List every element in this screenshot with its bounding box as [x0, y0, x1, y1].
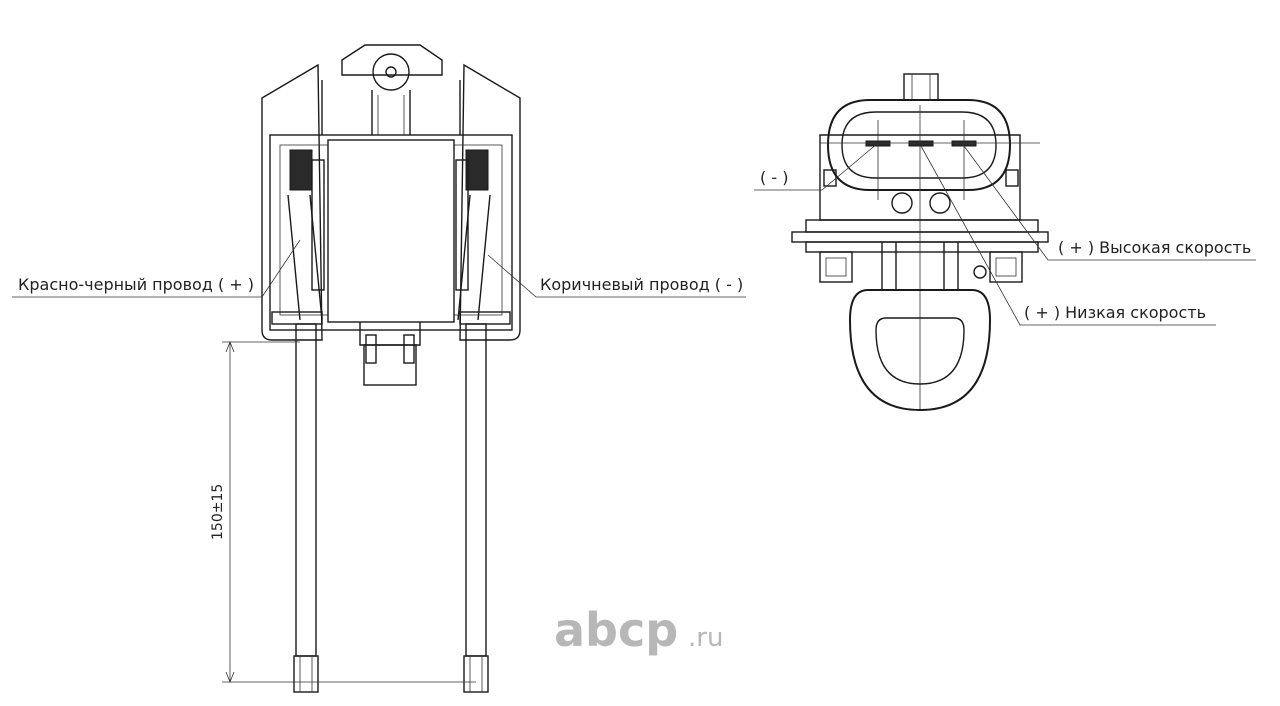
watermark-brand: abcp [554, 603, 678, 657]
high-speed-label: ( + ) Высокая скорость [1058, 238, 1251, 257]
left-leaders [12, 239, 746, 298]
red-black-wire-label: Красно-черный провод ( + ) [18, 275, 254, 294]
connector-side-view [791, 73, 1049, 412]
dimension-line [222, 340, 476, 684]
minus-terminal-label: ( - ) [760, 168, 788, 187]
low-speed-label: ( + ) Низкая скорость [1024, 303, 1206, 322]
dimension-label: 150±15 [210, 484, 226, 540]
right-leaders [754, 142, 1256, 326]
brown-wire-label: Коричневый провод ( - ) [540, 275, 743, 294]
watermark-suffix: .ru [688, 623, 723, 653]
motor-front-view [261, 44, 521, 693]
